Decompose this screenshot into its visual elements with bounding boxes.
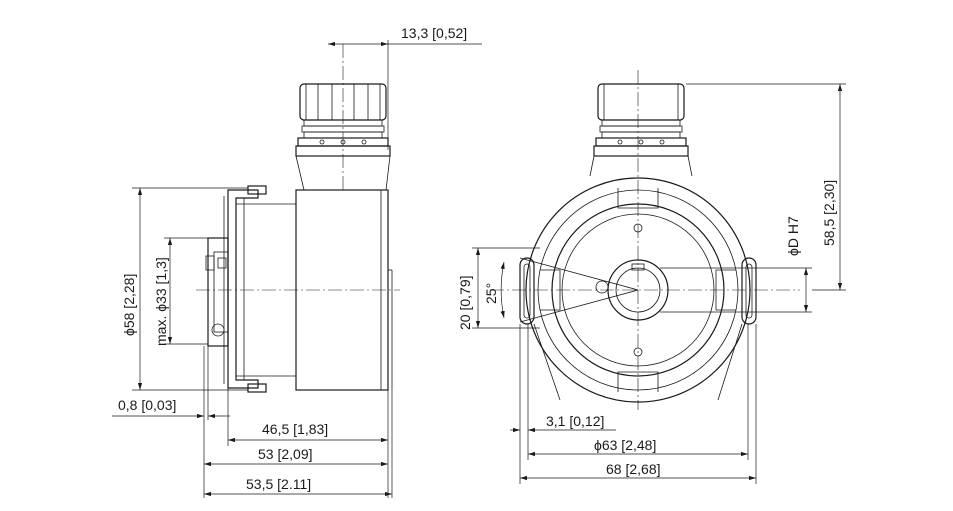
dim-33-label: max. ϕ33 [1,3]: [153, 257, 169, 346]
dim-25deg: 25°: [483, 261, 505, 319]
dim-13-3: 13,3 [0,52]: [328, 25, 482, 150]
dim-46-5-label: 46,5 [1,83]: [262, 421, 328, 437]
dim-53-5: 53,5 [2.11]: [204, 390, 393, 498]
dim-63: ϕ63 [2,48]: [528, 324, 749, 460]
front-connector: [589, 83, 693, 177]
dim-d-h7: ϕD H7: [660, 216, 812, 313]
side-view: 13,3 [0,52] ϕ58 [2,28] max. ϕ33 [1,3] 0,…: [112, 25, 482, 498]
dim-3-1: 3,1 [0,12]: [510, 324, 616, 484]
dim-58-label: ϕ58 [2,28]: [121, 274, 137, 336]
dim-58-5: 58,5 [2,30]: [686, 83, 846, 291]
dim-0-8-label: 0,8 [0,03]: [118, 397, 176, 413]
dim-0-8: 0,8 [0,03]: [112, 346, 230, 498]
dim-58: ϕ58 [2,28]: [121, 187, 248, 391]
dim-53-label: 53 [2,09]: [258, 446, 313, 462]
dim-53-5-label: 53,5 [2.11]: [246, 476, 311, 492]
dim-d-h7-label: ϕD H7: [785, 216, 801, 256]
front-mount-slots: [519, 257, 757, 401]
dim-20: 20 [0,79]: [457, 247, 540, 331]
dim-25deg-label: 25°: [483, 283, 499, 304]
side-flange: [223, 185, 296, 393]
dim-63-label: ϕ63 [2,48]: [594, 437, 656, 453]
dim-3-1-label: 3,1 [0,12]: [546, 413, 604, 429]
dim-46-5: 46,5 [1,83]: [227, 388, 389, 498]
dim-33: max. ϕ33 [1,3]: [153, 237, 208, 346]
front-view: 20 [0,79] 25° ϕD H7 58,5 [2,30] 3,1 [0,: [457, 70, 846, 484]
dim-20-label: 20 [0,79]: [457, 276, 473, 331]
dim-53: 53 [2,09]: [204, 446, 388, 467]
side-shaft-collar: [205, 237, 229, 347]
dim-68-label: 68 [2,68]: [606, 461, 661, 477]
dim-58-5-label: 58,5 [2,30]: [821, 180, 837, 246]
dim-13-3-label: 13,3 [0,52]: [401, 25, 467, 41]
dim-68: 68 [2,68]: [520, 324, 757, 484]
